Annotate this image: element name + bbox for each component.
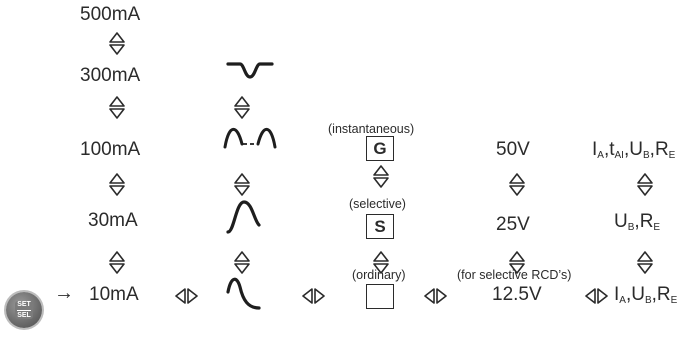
up-down-arrow-icon xyxy=(373,165,389,188)
right-arrow-icon: → xyxy=(54,282,74,304)
u-b: UB xyxy=(614,211,635,233)
current-100ma: 100mA xyxy=(80,139,141,160)
params-row-full: IA,tAI,UB,RE xyxy=(592,139,676,161)
ordinary-label: (ordinary) xyxy=(352,268,406,282)
up-down-arrow-icon xyxy=(234,251,250,274)
ordinary-empty-box xyxy=(366,284,394,309)
r-e: RE xyxy=(656,284,678,306)
selective-label: (selective) xyxy=(349,197,406,211)
instantaneous-g-box: G xyxy=(366,136,394,161)
voltage-50v: 50V xyxy=(496,139,530,160)
u-b: UB xyxy=(629,139,650,161)
sel-label: SEL xyxy=(17,311,31,319)
set-label: SET xyxy=(17,301,31,309)
set-sel-button-face: SET SEL xyxy=(15,301,33,319)
r-e: RE xyxy=(654,139,676,161)
left-right-arrow-icon xyxy=(302,288,325,304)
voltage-12-5v: 12.5V xyxy=(492,284,542,305)
set-sel-button[interactable]: SET SEL xyxy=(6,292,42,328)
up-down-arrow-icon xyxy=(637,173,653,196)
selective-rcd-note: (for selective RCD’s) xyxy=(457,268,572,282)
params-row-ub-re: UB,RE xyxy=(614,211,661,233)
left-right-arrow-icon xyxy=(175,288,198,304)
up-down-arrow-icon xyxy=(234,173,250,196)
half-wave-icon xyxy=(226,200,261,234)
up-down-arrow-icon xyxy=(109,96,125,119)
dc-pulse-icon xyxy=(223,127,277,149)
up-down-arrow-icon xyxy=(234,96,250,119)
current-500ma: 500mA xyxy=(80,4,141,25)
up-down-arrow-icon xyxy=(109,32,125,55)
i-a: IA xyxy=(614,284,626,306)
current-30ma: 30mA xyxy=(88,210,138,231)
r-e: RE xyxy=(639,211,661,233)
up-down-arrow-icon xyxy=(109,251,125,274)
button-divider xyxy=(17,309,31,311)
u-b: UB xyxy=(631,284,652,306)
t-ai: tAI xyxy=(609,139,624,161)
current-300ma: 300mA xyxy=(80,65,141,86)
up-down-arrow-icon xyxy=(509,173,525,196)
up-down-arrow-icon xyxy=(109,173,125,196)
instantaneous-label: (instantaneous) xyxy=(328,122,415,136)
i-a: IA xyxy=(592,139,604,161)
left-right-arrow-icon xyxy=(424,288,447,304)
selective-s-box: S xyxy=(366,214,394,239)
sine-wave-icon xyxy=(226,277,261,310)
dip-waveform-icon xyxy=(226,62,274,79)
params-row-ia-ub-re: IA,UB,RE xyxy=(614,284,678,306)
current-10ma: 10mA xyxy=(89,284,139,305)
up-down-arrow-icon xyxy=(637,251,653,274)
voltage-25v: 25V xyxy=(496,214,530,235)
left-right-arrow-icon xyxy=(585,288,608,304)
